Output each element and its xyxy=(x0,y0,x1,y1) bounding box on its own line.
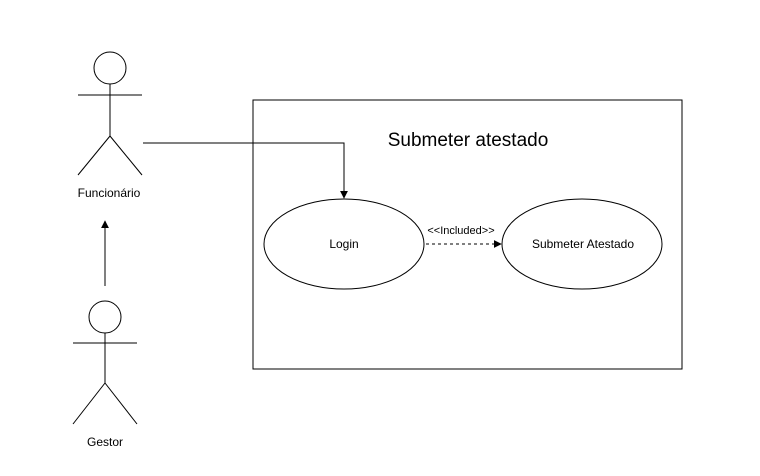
use-case-login-label: Login xyxy=(329,237,358,251)
system-title: Submeter atestado xyxy=(388,130,549,151)
include-label: <<Included>> xyxy=(427,225,494,237)
association-edge[interactable] xyxy=(143,142,348,199)
actor-funcionario-left-leg xyxy=(77,135,111,176)
use-case-login[interactable] xyxy=(263,198,425,290)
actor-gestor-left-leg xyxy=(72,382,106,425)
actor-gestor-head xyxy=(88,300,122,334)
actor-funcionario-right-leg xyxy=(109,135,143,176)
actor-gestor-label: Gestor xyxy=(87,435,123,449)
actor-gestor-right-leg xyxy=(104,382,138,425)
actor-funcionario[interactable] xyxy=(77,51,143,176)
use-case-submeter-atestado-label: Submeter Atestado xyxy=(532,237,634,251)
actor-funcionario-label: Funcionário xyxy=(78,186,141,200)
use-case-submeter-atestado[interactable] xyxy=(501,198,663,290)
actor-funcionario-head xyxy=(93,51,127,85)
actor-gestor[interactable] xyxy=(72,300,138,425)
system-boundary[interactable] xyxy=(252,99,683,370)
